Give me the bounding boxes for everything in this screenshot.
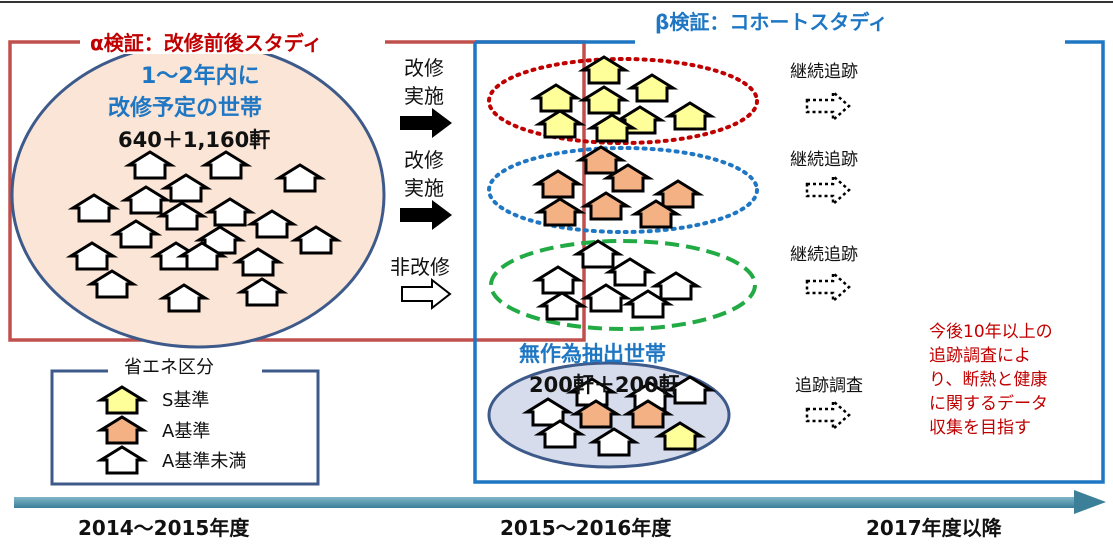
house-icon [119, 185, 173, 215]
house-icon [649, 271, 703, 301]
house-icon [577, 85, 631, 115]
arrow1-label-line2: 実施 [404, 84, 444, 108]
beta-title-bg [640, 8, 940, 38]
house-icon [587, 427, 641, 457]
random-group-count: 200軒＋200軒 [529, 373, 680, 397]
house-icon [621, 399, 675, 429]
house-icon [603, 257, 657, 287]
timeline-arrow-body [14, 497, 1074, 508]
house-icon [95, 385, 149, 415]
house-icon [531, 265, 585, 295]
house-icon [535, 291, 589, 321]
note-line-3: り、断熱と健康 [929, 370, 1048, 390]
beta-study-title: β検証：コホートスタディ [655, 10, 888, 34]
s-standard-group-ellipse [487, 57, 759, 145]
legend-box [50, 369, 320, 486]
timeline-arrow-head [1074, 490, 1106, 514]
house-icon [663, 375, 717, 405]
follow-label-1: 継続追跡 [790, 62, 858, 82]
arrow2-label-line2: 実施 [404, 176, 444, 200]
house-icon [625, 73, 679, 103]
note-line-5: 収集を目指す [929, 418, 1031, 438]
dashed-arrow-icon [805, 89, 851, 123]
non-renovated-group-ellipse [489, 239, 757, 331]
house-icon [601, 163, 655, 193]
timeline-label-1: 2014～2015年度 [78, 516, 250, 540]
dashed-arrow-icon [805, 173, 851, 207]
follow-label-3: 継続追跡 [790, 245, 858, 265]
target-group-count: 640＋1,160軒 [118, 128, 271, 152]
legend-title: 省エネ区分 [118, 359, 220, 377]
house-icon [621, 289, 675, 319]
note-line-1: 今後10年以上の [929, 322, 1053, 342]
house-icon [529, 83, 583, 113]
note-line-2: 追跡調査によ [929, 346, 1031, 366]
house-icon [157, 283, 211, 313]
house-icon [531, 169, 585, 199]
target-group-line1: 1～2年内に [141, 64, 260, 89]
legend-label-a: A基準 [162, 421, 211, 442]
house-icon [245, 209, 299, 239]
note-line-4: に関するデータ [929, 394, 1048, 414]
arrow1-label-line1: 改修 [404, 56, 444, 80]
house-icon [289, 225, 343, 255]
right-arrow-icon [400, 108, 452, 138]
alpha-study-title: α検証：改修前後スタディ [90, 31, 323, 55]
house-icon [651, 179, 705, 209]
random-group-label: 無作為抽出世帯 [519, 342, 666, 366]
house-icon [579, 283, 633, 313]
house-icon [585, 113, 639, 143]
house-icon [203, 197, 257, 227]
house-icon [199, 150, 253, 180]
house-icon [65, 241, 119, 271]
legend-label-below-a: A基準未満 [162, 451, 247, 472]
beta-frame [473, 40, 1105, 484]
arrow3-label: 非改修 [390, 255, 450, 279]
a-standard-group-ellipse [487, 146, 759, 234]
follow-label-2: 継続追跡 [790, 150, 858, 170]
house-icon [569, 399, 623, 429]
house-icon [67, 193, 121, 223]
house-icon [571, 239, 625, 269]
house-icon [577, 55, 631, 85]
timeline-label-3: 2017年度以降 [866, 516, 1002, 540]
house-icon [533, 197, 587, 227]
arrow2-label-line1: 改修 [404, 148, 444, 172]
house-icon [579, 191, 633, 221]
target-group-line2: 改修予定の世帯 [108, 96, 263, 121]
house-icon [663, 101, 717, 131]
house-icon [533, 109, 587, 139]
house-icon [175, 241, 229, 271]
house-icon [123, 150, 177, 180]
follow-label-4: 追跡調査 [795, 376, 863, 396]
dashed-arrow-icon [805, 398, 851, 432]
house-icon [109, 219, 163, 249]
hollow-right-arrow-icon [401, 277, 452, 311]
right-arrow-icon [400, 200, 452, 230]
house-icon [629, 199, 683, 229]
house-icon [95, 415, 149, 445]
house-icon [85, 269, 139, 299]
alpha-title-bg [80, 30, 385, 54]
house-icon [273, 163, 327, 193]
timeline-label-2: 2015～2016年度 [500, 516, 672, 540]
house-icon [521, 397, 575, 427]
dashed-arrow-icon [805, 270, 851, 304]
house-icon [159, 173, 213, 203]
legend-label-s: S基準 [162, 390, 210, 411]
house-icon [653, 421, 707, 451]
house-icon [533, 419, 587, 449]
house-icon [155, 201, 209, 231]
house-icon [574, 145, 628, 175]
house-icon [95, 445, 149, 475]
house-icon [235, 277, 289, 307]
house-icon [231, 247, 285, 277]
